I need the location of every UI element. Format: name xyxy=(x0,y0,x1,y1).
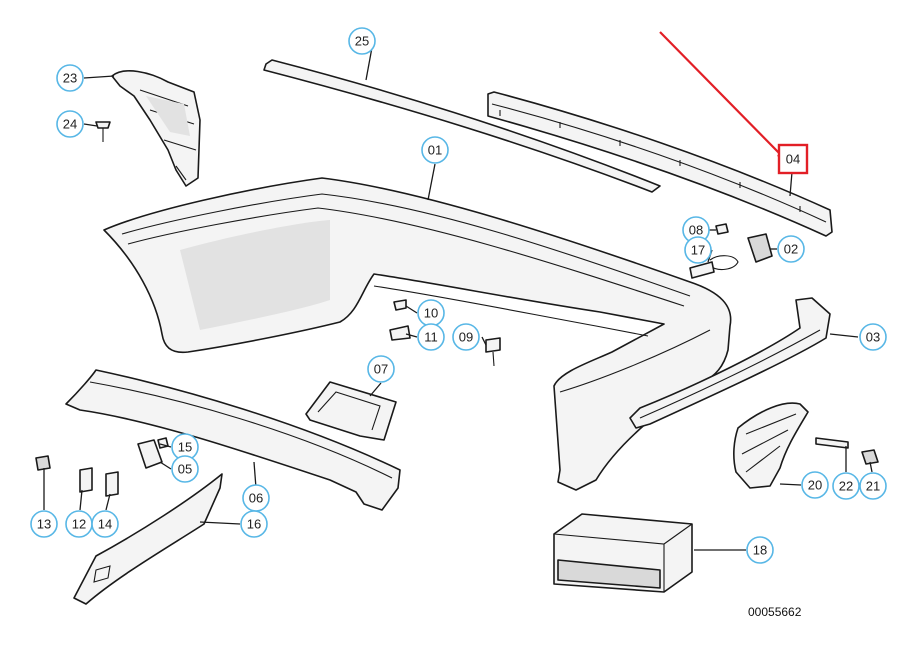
callout-04-highlighted: 04 xyxy=(777,143,809,175)
callout-13: 13 xyxy=(30,510,58,538)
callout-14: 14 xyxy=(91,510,119,538)
svg-text:04: 04 xyxy=(786,152,800,167)
callout-01: 01 xyxy=(421,136,449,164)
svg-text:14: 14 xyxy=(98,517,112,532)
svg-text:22: 22 xyxy=(839,479,853,494)
part-lower-panel xyxy=(65,369,401,511)
part-small-clips xyxy=(35,455,119,497)
svg-text:23: 23 xyxy=(63,71,77,86)
callout-09: 09 xyxy=(452,323,480,351)
part-screw xyxy=(485,337,501,367)
callout-20: 20 xyxy=(801,471,829,499)
callout-03: 03 xyxy=(859,323,887,351)
part-trim-strip xyxy=(263,59,661,193)
callout-18: 18 xyxy=(746,536,774,564)
part-lower-bracket xyxy=(73,473,223,605)
leader-lines xyxy=(43,41,873,551)
svg-text:17: 17 xyxy=(691,243,705,258)
svg-text:20: 20 xyxy=(808,478,822,493)
svg-text:25: 25 xyxy=(355,34,369,49)
callout-02: 02 xyxy=(777,235,805,263)
svg-text:10: 10 xyxy=(424,306,438,321)
part-bumper-cover xyxy=(103,177,732,491)
callout-15: 15 xyxy=(171,433,199,461)
svg-text:08: 08 xyxy=(689,223,703,238)
part-bolt-and-nut xyxy=(389,299,411,341)
svg-text:11: 11 xyxy=(424,330,438,345)
part-push-clip xyxy=(95,121,111,142)
part-upper-trim-strip xyxy=(487,91,833,237)
svg-text:02: 02 xyxy=(784,242,798,257)
svg-text:09: 09 xyxy=(459,330,473,345)
svg-text:13: 13 xyxy=(37,517,51,532)
svg-text:06: 06 xyxy=(249,491,263,506)
callout-22: 22 xyxy=(832,472,860,500)
document-number: 00055662 xyxy=(748,605,802,619)
svg-text:05: 05 xyxy=(178,462,192,477)
callout-25: 25 xyxy=(348,27,376,55)
callout-07: 07 xyxy=(367,355,395,383)
svg-text:16: 16 xyxy=(247,517,261,532)
svg-text:21: 21 xyxy=(866,479,880,494)
svg-text:01: 01 xyxy=(428,143,442,158)
part-side-bracket-left xyxy=(111,70,201,187)
callout-16: 16 xyxy=(240,510,268,538)
svg-text:03: 03 xyxy=(866,330,880,345)
svg-text:12: 12 xyxy=(72,517,86,532)
callout-23: 23 xyxy=(56,64,84,92)
svg-text:24: 24 xyxy=(63,117,77,132)
callout-layer: 25 23 24 01 08 17 02 10 11 09 03 07 15 0… xyxy=(30,27,887,564)
callout-05: 05 xyxy=(171,455,199,483)
part-clip-and-holder xyxy=(689,223,773,279)
part-side-bracket-right xyxy=(733,402,879,489)
callout-06: 06 xyxy=(242,484,270,512)
svg-text:07: 07 xyxy=(374,362,388,377)
callout-10: 10 xyxy=(417,299,445,327)
highlight-arrow xyxy=(659,31,790,162)
part-mount-bracket xyxy=(305,381,397,441)
part-side-trim-right xyxy=(629,297,831,429)
callout-12: 12 xyxy=(65,510,93,538)
part-box xyxy=(553,513,693,593)
callout-17: 17 xyxy=(684,236,712,264)
svg-text:15: 15 xyxy=(178,440,192,455)
callout-11: 11 xyxy=(417,323,445,351)
callout-21: 21 xyxy=(859,472,887,500)
svg-text:18: 18 xyxy=(753,543,767,558)
callout-24: 24 xyxy=(56,110,84,138)
